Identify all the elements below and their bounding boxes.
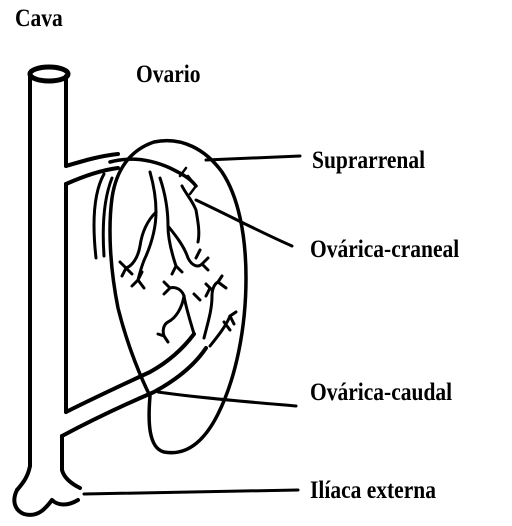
leader-iliaca-externa <box>84 490 298 494</box>
label-ovarica-craneal: Ovárica-craneal <box>310 237 459 262</box>
cava-top-opening <box>30 67 68 81</box>
label-suprarrenal: Suprarrenal <box>312 148 425 173</box>
cava-bottom <box>14 490 78 515</box>
label-iliaca-externa: Ilíaca externa <box>310 478 436 503</box>
ovarica-caudal-tree <box>158 276 236 346</box>
vena-cava <box>14 67 80 515</box>
ovary-outline <box>110 141 246 453</box>
cava-left-wall <box>17 76 30 490</box>
label-ovario: Ovario <box>136 62 201 87</box>
label-ovarica-caudal: Ovárica-caudal <box>310 380 452 405</box>
ovarica-caudal-artery <box>62 334 206 436</box>
suprarrenal-artery <box>66 154 196 194</box>
label-cava: Cava <box>15 6 63 31</box>
leader-suprarrenal <box>206 156 300 160</box>
